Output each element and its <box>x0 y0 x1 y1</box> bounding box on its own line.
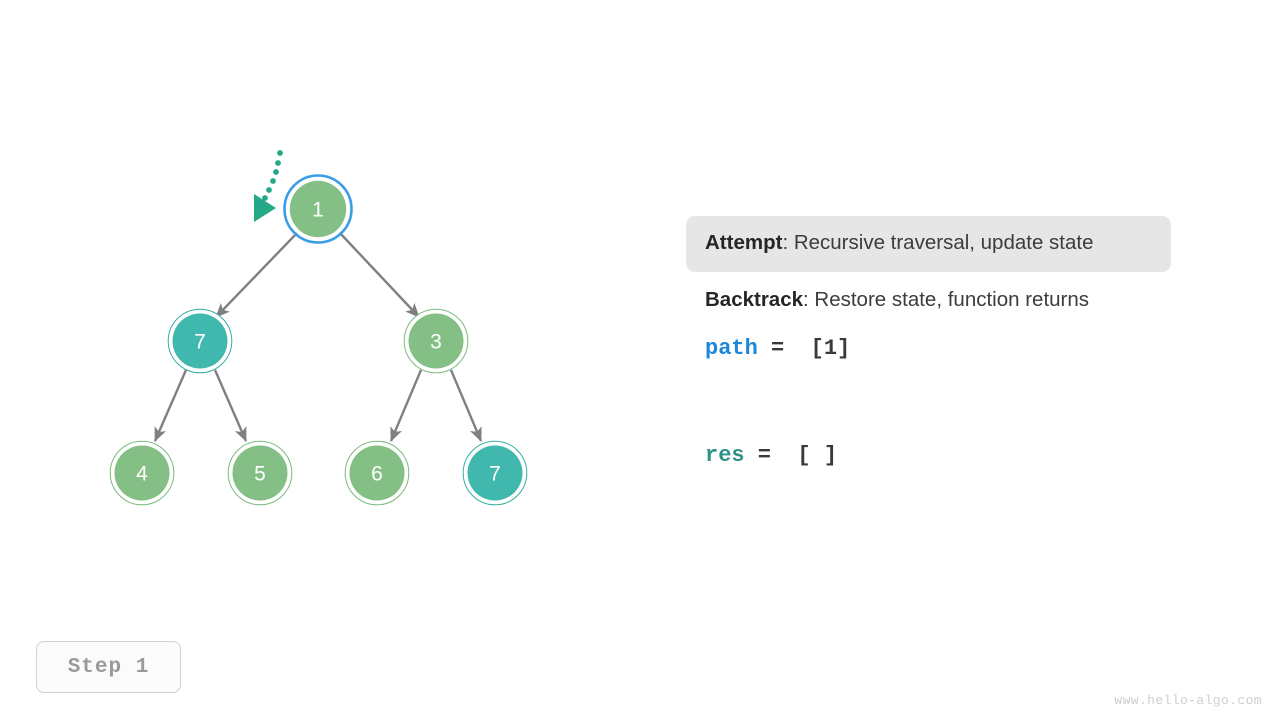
edge-1-to-7 <box>215 231 299 318</box>
node-inner-white-ring <box>404 309 468 373</box>
node-outer-ring <box>344 440 410 506</box>
path-variable-name: path <box>705 336 758 361</box>
backtrack-keyword: Backtrack <box>705 288 804 311</box>
pointer-dot <box>275 160 281 166</box>
node-highlight-ring <box>283 174 353 244</box>
node-circle <box>114 445 170 501</box>
node-inner-white-ring <box>345 441 409 505</box>
attempt-keyword: Attempt <box>705 231 783 254</box>
step-badge-label: Step 1 <box>67 655 150 679</box>
step-badge: Step 1 <box>36 641 181 693</box>
tree-node-4[interactable]: 4 <box>109 440 175 506</box>
watermark: www.hello-algo.com <box>1114 693 1262 708</box>
backtrack-row: Backtrack: Restore state, function retur… <box>686 288 1206 311</box>
node-circle <box>289 180 347 238</box>
tree-node-1[interactable]: 1 <box>283 174 353 244</box>
node-circle <box>172 313 228 369</box>
edge-3-to-7 <box>449 369 483 442</box>
backtrack-description: : Restore state, function returns <box>803 288 1090 311</box>
node-outer-ring <box>462 440 528 506</box>
node-inner-white-ring <box>168 309 232 373</box>
node-outer-ring <box>167 308 233 374</box>
attempt-row-highlighted: Attempt: Recursive traversal, update sta… <box>686 216 1171 272</box>
tree-node-3[interactable]: 3 <box>403 308 469 374</box>
pointer-dot <box>277 150 283 156</box>
node-inner-white-ring <box>110 441 174 505</box>
attempt-line: Attempt: Recursive traversal, update sta… <box>705 231 1094 254</box>
pointer-dot <box>262 195 268 201</box>
edge-3-to-6 <box>389 369 423 442</box>
legend-panel: Attempt: Recursive traversal, update sta… <box>686 216 1206 467</box>
node-inner-white-ring <box>286 177 350 241</box>
res-variable-name: res <box>705 443 745 468</box>
tree-edges <box>153 231 483 442</box>
node-circle <box>408 313 464 369</box>
tree-node-7-left[interactable]: 7 <box>167 308 233 374</box>
pointer-triangle-icon <box>254 194 276 222</box>
node-inner-white-ring <box>463 441 527 505</box>
binary-tree-diagram: 1 7 3 4 5 <box>109 150 528 506</box>
node-inner-white-ring <box>228 441 292 505</box>
res-variable-value: = [ ] <box>744 443 838 468</box>
path-state-row: path = [1] <box>686 338 1206 360</box>
backtrack-line: Backtrack: Restore state, function retur… <box>705 288 1089 311</box>
node-circle <box>349 445 405 501</box>
pointer-dot <box>266 187 272 193</box>
path-variable-value: = [1] <box>757 336 851 361</box>
edge-1-to-3 <box>338 231 420 318</box>
res-state-row: res = [ ] <box>686 445 1206 467</box>
attempt-description: : Recursive traversal, update state <box>782 231 1094 254</box>
node-outer-ring <box>109 440 175 506</box>
pointer-dot <box>273 169 279 175</box>
tree-node-5[interactable]: 5 <box>227 440 293 506</box>
node-outer-ring <box>227 440 293 506</box>
edge-7-to-4 <box>153 369 188 442</box>
node-outer-ring <box>403 308 469 374</box>
pointer-dot <box>270 178 276 184</box>
node-circle <box>232 445 288 501</box>
tree-node-7-right[interactable]: 7 <box>462 440 528 506</box>
current-node-pointer-icon <box>254 150 283 222</box>
edge-7-to-5 <box>213 369 248 442</box>
node-circle <box>467 445 523 501</box>
tree-node-6[interactable]: 6 <box>344 440 410 506</box>
